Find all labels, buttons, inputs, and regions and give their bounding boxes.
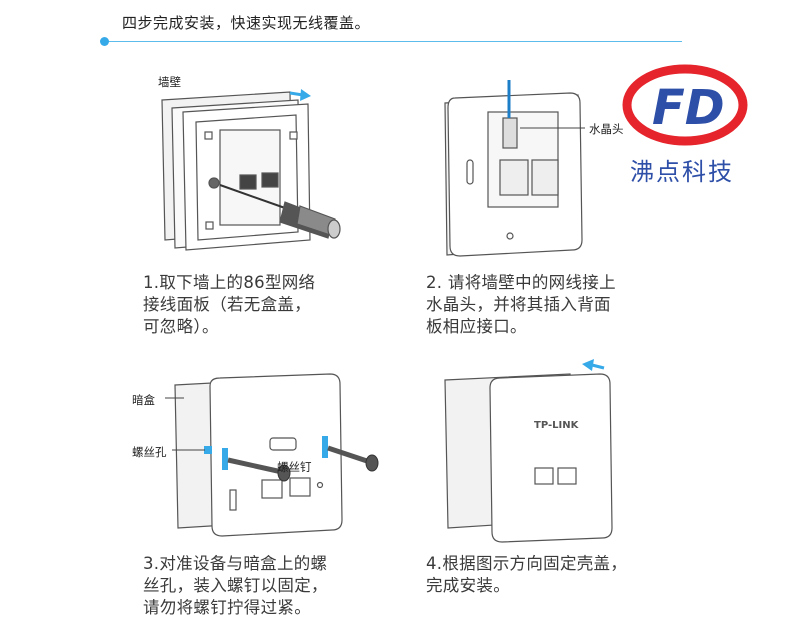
step3-caption: 3.对准设备与暗盒上的螺 丝孔，装入螺钉以固定， 请勿将螺钉拧得过紧。 — [143, 554, 328, 617]
title-underline — [104, 41, 682, 42]
step4-caption: 4.根据图示方向固定壳盖， 完成安装。 — [426, 554, 628, 595]
screw-pair — [227, 445, 379, 482]
step4-illustration — [444, 373, 613, 543]
step1-caption: 1.取下墙上的86型网络 接线面板（若无盒盖， 可忽略）。 — [143, 273, 316, 336]
label-rj45-connector: 水晶头 — [589, 122, 624, 136]
step2-caption: 2. 请将墙壁中的网线接上 水晶头，并将其插入背面 板相应接口。 — [426, 273, 616, 336]
title-bullet-dot — [100, 37, 109, 46]
brand-name: 沸点科技 — [630, 158, 734, 186]
label-screw-hole: 螺丝孔 — [132, 445, 167, 459]
brand-logo-text: FD — [652, 80, 725, 136]
brand-logo: FD — [622, 64, 748, 146]
step2-illustration — [444, 92, 583, 257]
label-screw: 螺丝钉 — [277, 460, 312, 474]
label-junction-box: 暗盒 — [132, 393, 155, 407]
arrow-left-icon — [591, 363, 605, 370]
step3-illustration — [174, 373, 343, 537]
label-wall: 墙壁 — [158, 75, 181, 89]
device-brand: TP-LINK — [534, 420, 580, 431]
step1-illustration — [161, 91, 341, 251]
page-title: 四步完成安装，快速实现无线覆盖。 — [122, 14, 371, 32]
